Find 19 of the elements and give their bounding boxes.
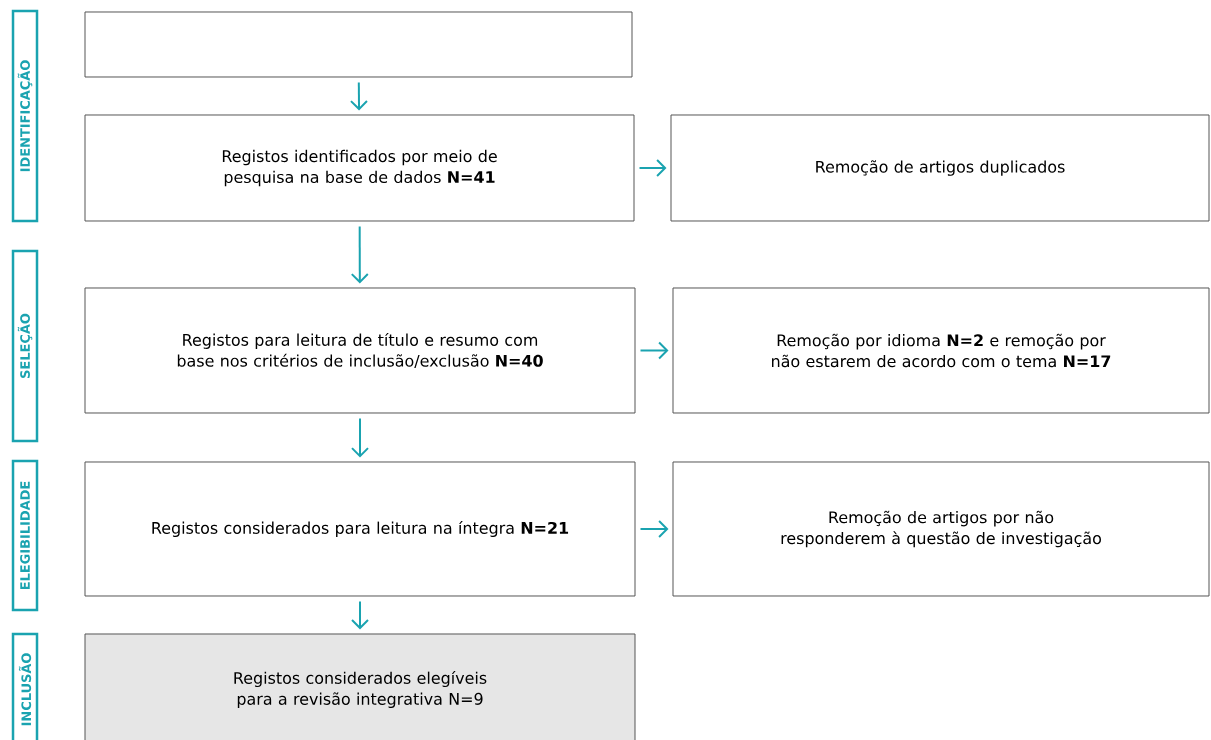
stage-band: INCLUSÃO <box>11 632 39 740</box>
stage-band: IDENTIFICAÇÃO <box>11 9 39 223</box>
arrow <box>638 159 667 177</box>
process-box: Remoção de artigos duplicados <box>670 114 1210 222</box>
arrow <box>351 417 369 458</box>
process-box: Registos identificados por meio de pesquisa na base de dados N=41 <box>84 114 635 222</box>
process-box <box>84 11 633 78</box>
arrow <box>639 520 669 538</box>
process-box: Remoção de artigos por não responderem à questão de investigação <box>672 461 1210 597</box>
process-box: Remoção por idioma N=2 e remoção por não estarem de acordo com o tema N=17 <box>672 287 1210 414</box>
process-box: Registos para leitura de título e resumo com base nos critérios de inclusão/exclusão N=40 <box>84 287 636 414</box>
stage-band: SELEÇÃO <box>11 249 39 443</box>
arrow <box>350 225 369 284</box>
arrow <box>349 81 368 111</box>
process-box: Registos considerados para leitura na íntegra N=21 <box>84 461 636 597</box>
stage-band: ELEGIBILIDADE <box>11 459 39 612</box>
result-box: Registos considerados elegíveis para a revisão integrativa N=9 <box>84 633 636 740</box>
arrow <box>351 600 369 630</box>
arrow <box>639 341 669 360</box>
